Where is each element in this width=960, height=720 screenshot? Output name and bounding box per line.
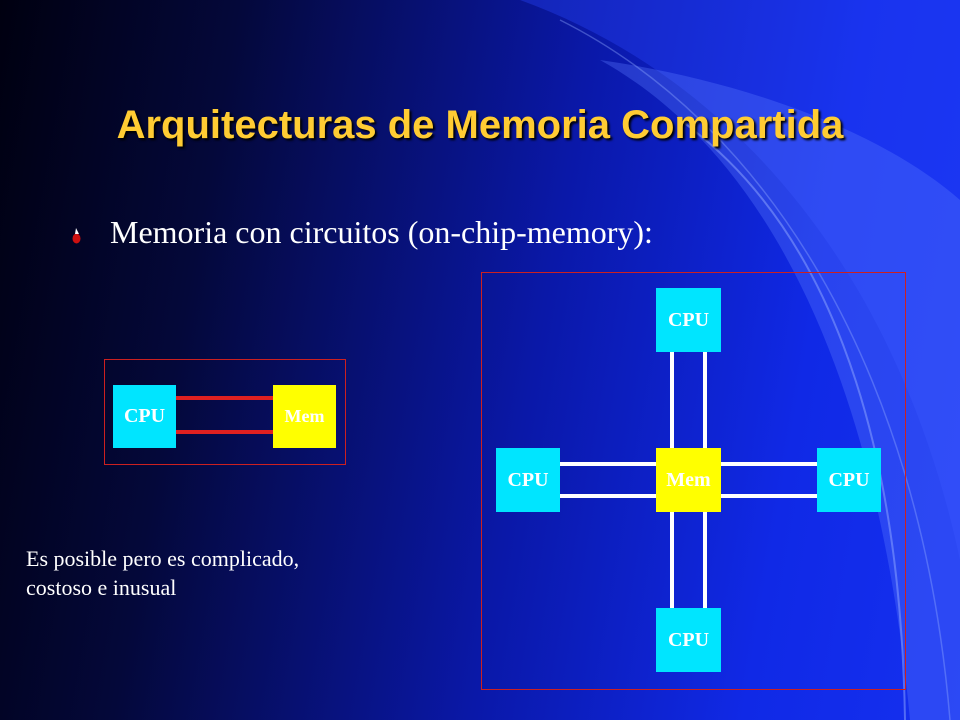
note-text: Es posible pero es complicado, costoso e… [26,544,299,602]
slide-title: Arquitecturas de Memoria Compartida [116,103,844,147]
small-mem-label: Mem [284,406,325,426]
bottom-cpu-label: CPU [667,628,710,651]
small-cpu-box: CPU [113,385,176,448]
left-cpu-label: CPU [507,468,549,491]
small-cpu-label: CPU [123,405,166,427]
top-cpu-box: CPU [656,288,721,352]
small-mem-box: Mem [273,385,336,448]
bullet-text: Memoria con circuitos (on-chip-memory): [110,214,653,250]
note-line-2: costoso e inusual [26,575,177,600]
right-cpu-box: CPU [817,448,881,512]
large-diagram-frame [481,272,906,690]
red-bullet-icon [72,228,81,244]
center-mem-box: Mem [656,448,721,512]
note-line-1: Es posible pero es complicado, [26,546,300,571]
right-cpu-label: CPU [828,468,870,491]
bottom-cpu-box: CPU [656,608,721,672]
top-cpu-label: CPU [667,308,710,331]
center-mem-label: Mem [666,468,711,491]
small-diagram-frame [104,359,346,465]
left-cpu-box: CPU [496,448,560,512]
